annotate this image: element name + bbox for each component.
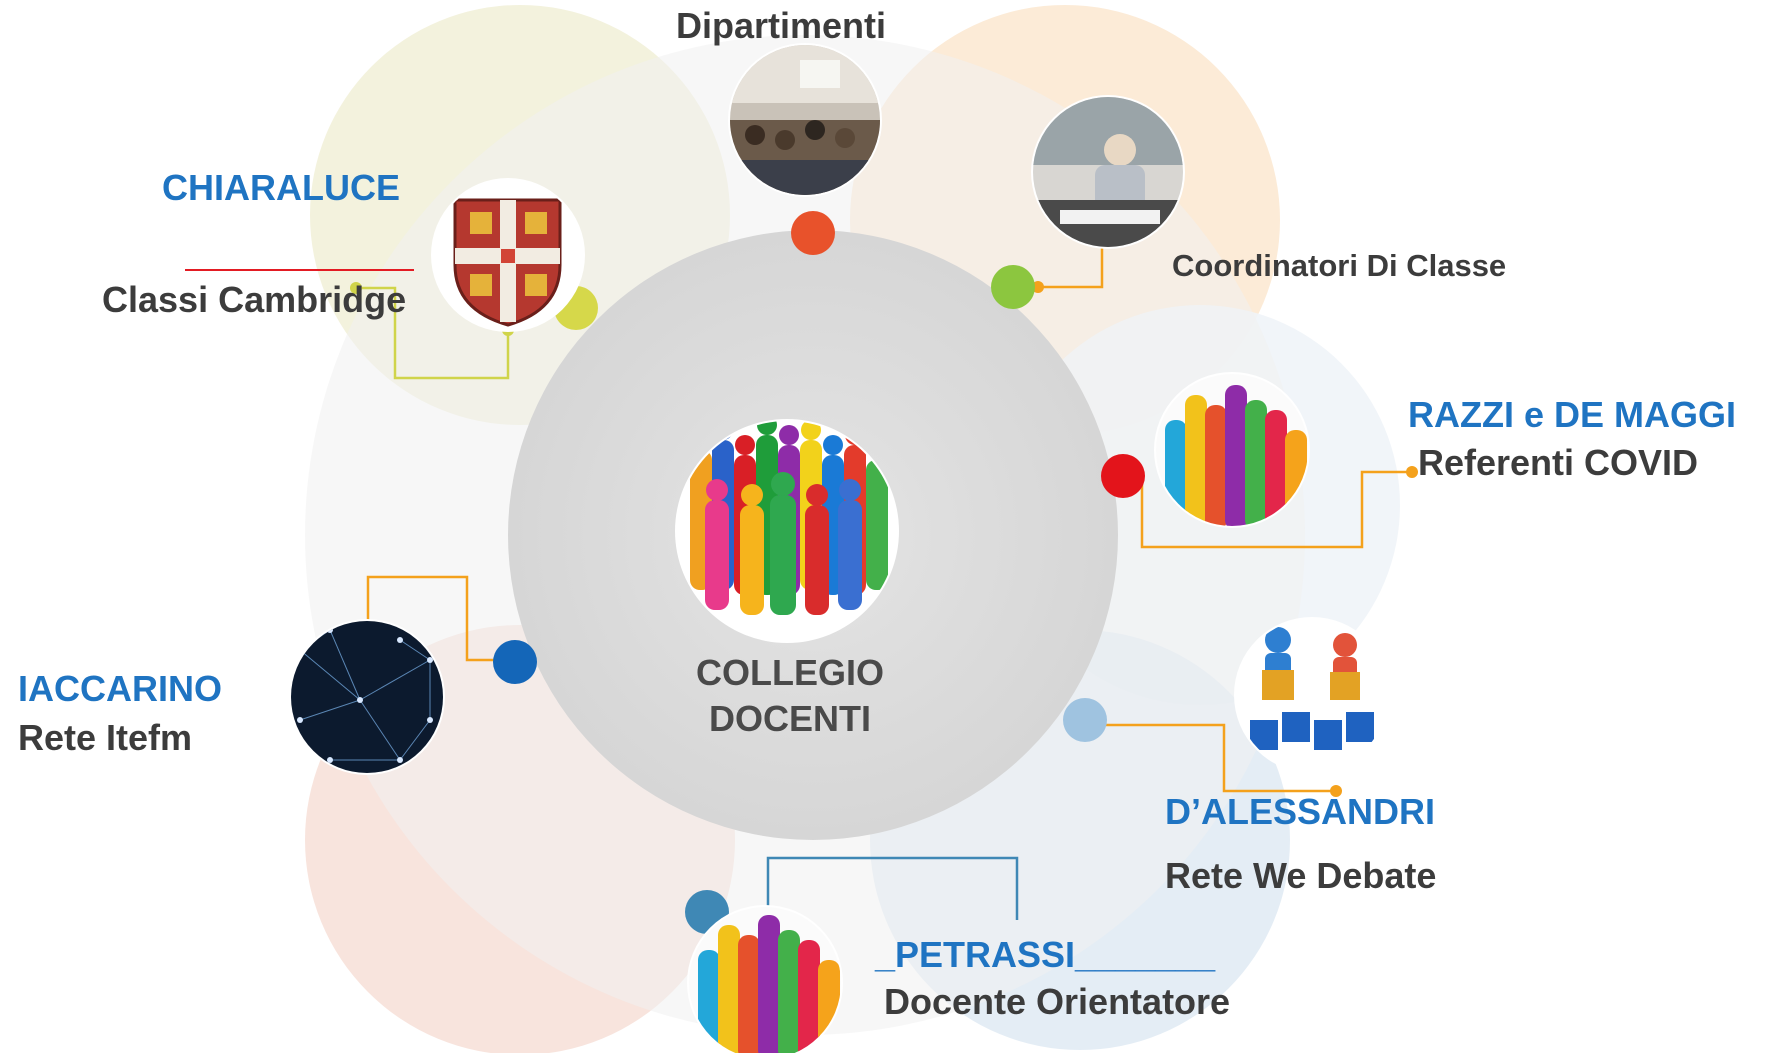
connector-coordinatori [1035,230,1104,289]
label-petrassi-name: _PETRASSI_______ [875,934,1216,975]
connector-debate [1090,723,1337,793]
connector-cambridge [355,286,510,380]
dot-coordinatori [991,265,1035,309]
label-razzi-role: Referenti COVID [1418,442,1699,483]
label-dalessandri-name: D’ALESSANDRI [1165,791,1436,832]
label-chiaraluce-role: Classi Cambridge [102,279,407,320]
label-razzi-name: RAZZI e DE MAGGI [1408,394,1737,435]
label-chiaraluce-name: CHIARALUCE [162,167,400,208]
center-title: COLLEGIO DOCENTI [590,650,990,742]
label-dalessandri-role: Rete We Debate [1165,855,1437,896]
debate-podium-icon [1234,617,1390,773]
connector-itefm [366,575,513,662]
ring-dots [493,211,1145,934]
dot-itefm [493,640,537,684]
raised-hands-icon [1154,372,1310,528]
cambridge-crest-icon [431,178,585,332]
crowd-of-people-icon [675,419,899,643]
label-coordinatori: Coordinatori Di Classe [1172,248,1507,283]
center-title-line2: DOCENTI [709,698,871,739]
dot-dipartimenti [791,211,835,255]
center-title-line1: COLLEGIO [696,652,884,693]
network-mesh-icon [289,619,445,775]
label-petrassi-role: Docente Orientatore [884,981,1231,1022]
dot-debate [1063,698,1107,742]
label-iaccarino-role: Rete Itefm [18,717,193,758]
label-dipartimenti: Dipartimenti [676,5,887,46]
connector-orientatore [766,856,1019,920]
label-iaccarino-name: IACCARINO [18,668,222,709]
dot-covid [1101,454,1145,498]
